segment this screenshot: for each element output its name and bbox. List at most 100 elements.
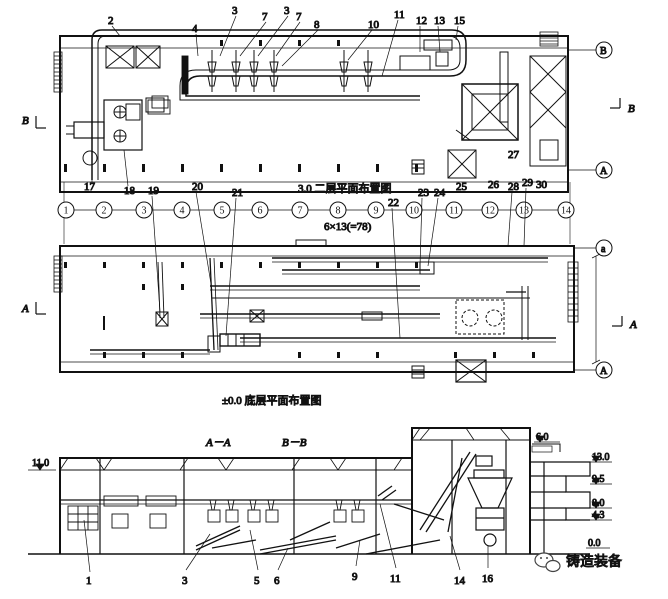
axis-circle-5 [213, 201, 231, 219]
lower-vertical-feeders [103, 257, 529, 351]
section-elevation-view: 11.0 6.0 13.0 9.5 8.0 4.3 0.0 A－A B－B 1 … [28, 427, 612, 588]
callout-4: 4 [192, 23, 198, 35]
right-annex [530, 443, 591, 554]
axis-label-2: 2 [102, 206, 107, 217]
callout-20: 20 [192, 181, 204, 193]
lower-floor-plan: A A a A [21, 239, 638, 383]
axis-label-4: 4 [180, 206, 185, 217]
section-callout-1: 1 [86, 575, 92, 587]
axis-label-10: 10 [409, 206, 419, 217]
axis-label-6: 6 [258, 206, 263, 217]
upper-left-equipment [66, 45, 161, 166]
lower-bottom-box [411, 359, 487, 383]
callout-25: 25 [456, 181, 468, 193]
grid-letter-upper-bottom: A [600, 166, 608, 177]
elevation-9-5: 9.5 [592, 474, 605, 485]
axis-circle-14 [557, 201, 575, 219]
callout-15: 15 [454, 15, 466, 27]
lower-plan-outline [59, 245, 575, 373]
upper-floor-plan: B B B A [22, 29, 636, 193]
axis-label-8: 8 [336, 206, 341, 217]
axis-circle-1 [57, 201, 75, 219]
section-callout-14: 14 [454, 575, 466, 587]
axis-circle-2 [95, 201, 113, 219]
grid-circle-upper-top [595, 41, 613, 59]
axis-circle-3 [135, 201, 153, 219]
axis-circle-7 [291, 201, 309, 219]
lower-plan-caption: ±0.0 底层平面布置图 [222, 393, 322, 407]
elevation-4-3: 4.3 [592, 510, 605, 521]
axis-circle-4 [173, 201, 191, 219]
callout-7a: 7 [262, 11, 268, 23]
callout-10: 10 [368, 19, 380, 31]
callout-30: 30 [536, 179, 548, 191]
callout-7b: 7 [296, 11, 302, 23]
grid-letter-lower-bottom: A [600, 366, 608, 377]
axis-label-11: 11 [449, 206, 459, 217]
stair-left-upper [53, 51, 63, 93]
axis-label-1: 1 [64, 206, 69, 217]
axis-label-9: 9 [374, 206, 379, 217]
callout-17: 17 [84, 181, 96, 193]
upper-bottom-callouts: 17 18 19 20 21 22 23 24 25 [84, 181, 469, 210]
section-marker-a-left [35, 302, 46, 315]
section-callout-5: 5 [254, 575, 260, 587]
watermark-text: 铸造装备 [566, 553, 622, 570]
callout-3a: 3 [232, 5, 238, 17]
upper-conveyor-loop [91, 29, 467, 180]
callout-18: 18 [124, 185, 136, 197]
elevation-8-0: 8.0 [592, 498, 605, 509]
callout-27: 27 [508, 149, 520, 161]
axis-circle-11 [445, 201, 463, 219]
top-callouts: 2 4 3 7 3 7 8 10 11 12 13 15 [108, 5, 466, 77]
upper-hoppers [207, 50, 373, 92]
callout-21: 21 [232, 187, 243, 199]
axis-circle-9 [367, 201, 385, 219]
elevation-left: 11.0 [32, 458, 49, 469]
upper-plan-caption: 3.0 二层平面布置图 [298, 182, 392, 195]
callout-12: 12 [416, 15, 427, 27]
wechat-logo-icon [534, 552, 561, 573]
grid-circle-lower-top [595, 239, 613, 257]
section-marker-b-right [610, 98, 621, 109]
callout-26: 26 [488, 179, 500, 191]
axis-label-14: 14 [561, 206, 571, 217]
right-callouts: 27 26 28 29 30 [488, 149, 549, 194]
sand-hopper [467, 455, 513, 547]
elevation-13-0: 13.0 [592, 452, 610, 463]
axis-circle-10 [405, 201, 423, 219]
section-callout-9: 9 [352, 571, 358, 583]
stair-left-lower [53, 255, 63, 293]
axis-circle-13 [515, 201, 533, 219]
grid-letter-upper-top: B [600, 46, 607, 57]
callout-28: 28 [508, 181, 520, 193]
axis-circle-6 [251, 201, 269, 219]
axis-circle-8 [329, 201, 347, 219]
section-callout-3: 3 [182, 575, 188, 587]
callout-24: 24 [434, 187, 446, 199]
callout-13: 13 [434, 15, 446, 27]
lower-column-dots [64, 262, 535, 358]
callout-11: 11 [394, 9, 405, 21]
section-marker-a-right [612, 316, 623, 327]
callout-3b: 3 [284, 5, 290, 17]
elevation-6-0: 6.0 [536, 432, 549, 443]
grid-circle-lower-bottom [595, 361, 613, 379]
section-marker-b-left [35, 116, 46, 129]
elevation-0-0: 0.0 [588, 538, 601, 549]
section-a-right-label: A [629, 319, 637, 331]
dimension-caption: 6×13(=78) [324, 221, 372, 233]
upper-mid-equipment [147, 55, 189, 115]
callout-8: 8 [314, 19, 320, 31]
stair-right-lower [567, 261, 579, 323]
stair-top-right [539, 31, 559, 47]
grid-circle-upper-bottom [595, 161, 613, 179]
section-title-aa: A－A [205, 437, 231, 449]
section-callout-11: 11 [390, 573, 401, 585]
upper-bottom-leaders [91, 149, 527, 339]
upper-column-dots [64, 40, 418, 172]
callout-29: 29 [522, 177, 534, 189]
